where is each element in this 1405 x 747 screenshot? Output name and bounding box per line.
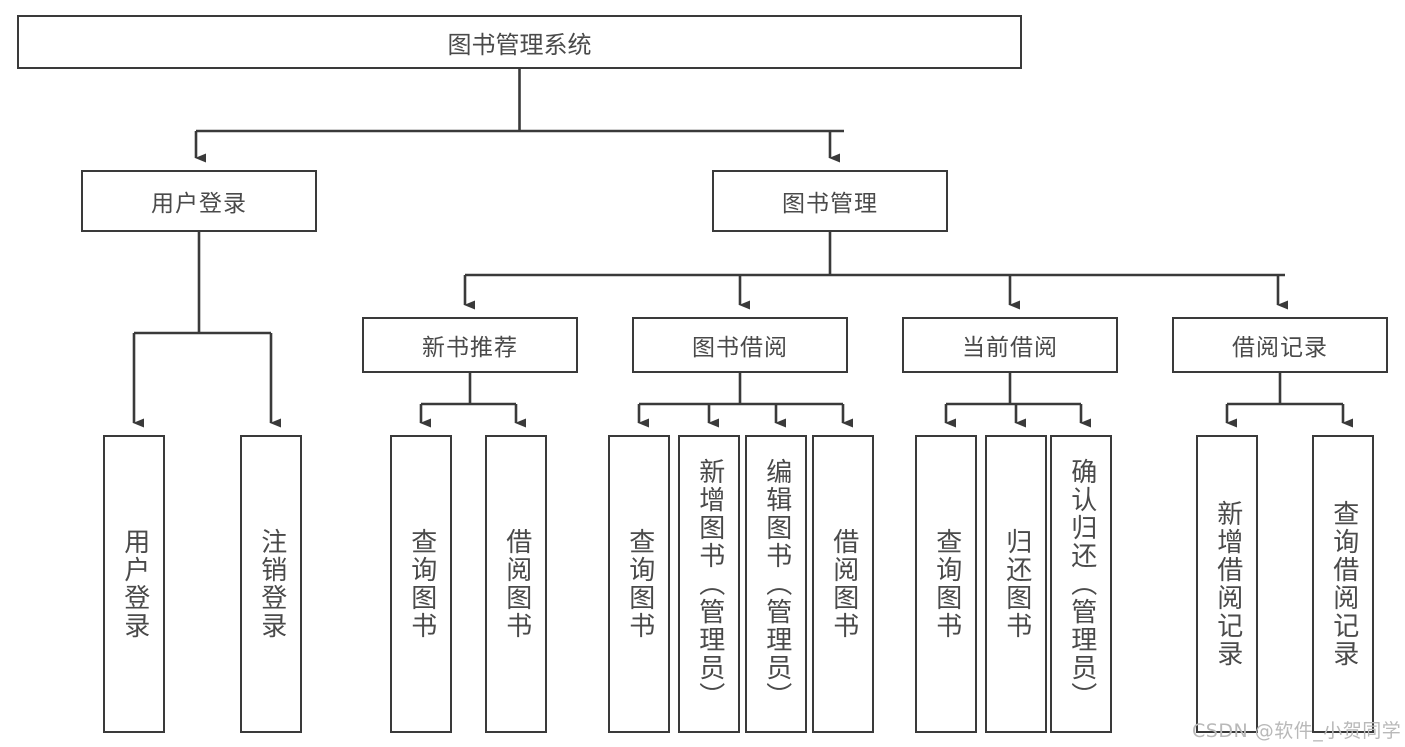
node-user-login[interactable]: 用户登录 (81, 170, 317, 232)
node-leaf-borrow-book-2[interactable]: 借阅图书 (812, 435, 874, 733)
node-leaf-edit-book[interactable]: 编辑图书（管理员） (745, 435, 807, 733)
node-leaf-query-book-2-label: 查询图书 (624, 528, 655, 640)
node-book-borrow[interactable]: 图书借阅 (632, 317, 848, 373)
node-leaf-confirm-return[interactable]: 确认归还（管理员） (1050, 435, 1112, 733)
node-leaf-query-book-2[interactable]: 查询图书 (608, 435, 670, 733)
node-leaf-query-book-1-label: 查询图书 (406, 528, 437, 640)
node-leaf-add-book[interactable]: 新增图书（管理员） (678, 435, 740, 733)
node-leaf-query-record[interactable]: 查询借阅记录 (1312, 435, 1374, 733)
node-leaf-add-record-label: 新增借阅记录 (1212, 500, 1243, 668)
node-root[interactable]: 图书管理系统 (17, 15, 1022, 69)
node-leaf-return-book-label: 归还图书 (1001, 528, 1032, 640)
node-leaf-logout-label: 注销登录 (256, 528, 287, 640)
node-leaf-query-book-3[interactable]: 查询图书 (915, 435, 977, 733)
node-leaf-borrow-book-1-label: 借阅图书 (501, 528, 532, 640)
node-book-borrow-label: 图书借阅 (692, 335, 788, 361)
node-current-borrow[interactable]: 当前借阅 (902, 317, 1118, 373)
node-leaf-user-login-label: 用户登录 (119, 528, 150, 640)
node-leaf-edit-book-label: 编辑图书（管理员） (761, 458, 792, 710)
node-book-management[interactable]: 图书管理 (712, 170, 948, 232)
node-leaf-query-record-label: 查询借阅记录 (1328, 500, 1359, 668)
node-leaf-confirm-return-label: 确认归还（管理员） (1066, 458, 1097, 710)
node-root-label: 图书管理系统 (447, 30, 592, 59)
node-new-book-recommend-label: 新书推荐 (422, 335, 518, 361)
node-leaf-logout[interactable]: 注销登录 (240, 435, 302, 733)
node-current-borrow-label: 当前借阅 (962, 335, 1058, 361)
node-borrow-record-label: 借阅记录 (1232, 335, 1328, 361)
node-book-management-label: 图书管理 (782, 191, 878, 217)
node-leaf-add-book-label: 新增图书（管理员） (694, 458, 725, 710)
node-leaf-return-book[interactable]: 归还图书 (985, 435, 1047, 733)
node-leaf-borrow-book-2-label: 借阅图书 (828, 528, 859, 640)
node-leaf-query-book-1[interactable]: 查询图书 (390, 435, 452, 733)
node-borrow-record[interactable]: 借阅记录 (1172, 317, 1388, 373)
node-new-book-recommend[interactable]: 新书推荐 (362, 317, 578, 373)
node-leaf-user-login[interactable]: 用户登录 (103, 435, 165, 733)
node-leaf-query-book-3-label: 查询图书 (931, 528, 962, 640)
node-leaf-borrow-book-1[interactable]: 借阅图书 (485, 435, 547, 733)
node-leaf-add-record[interactable]: 新增借阅记录 (1196, 435, 1258, 733)
node-user-login-label: 用户登录 (151, 191, 247, 217)
csdn-watermark: CSDN @软件_小贺同学 (1192, 720, 1402, 742)
